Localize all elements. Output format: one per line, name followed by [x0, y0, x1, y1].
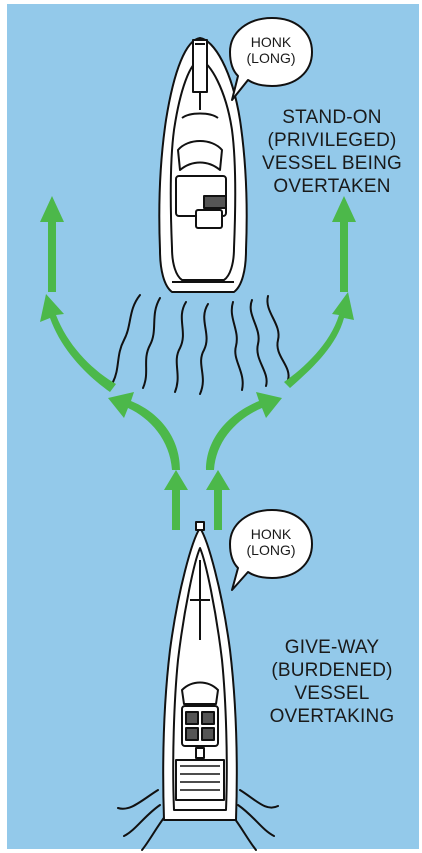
bottom-sound-signal-line2: (LONG) [236, 542, 306, 558]
wake-icon [113, 295, 289, 394]
top-vessel-label-line2: (PRIVILEGED) [252, 129, 412, 152]
bottom-sound-signal-line1: HONK [236, 526, 306, 542]
top-sound-signal-line1: HONK [236, 34, 306, 50]
bottom-vessel-label-line2: (BURDENED) [252, 659, 412, 682]
bottom-vessel-label-line4: OVERTAKING [252, 705, 412, 728]
top-vessel-label-line1: STAND-ON [252, 106, 412, 129]
top-vessel-label-line3: VESSEL BEING [252, 152, 412, 175]
boat-top-icon [159, 38, 247, 292]
top-sound-signal: HONK (LONG) [236, 34, 306, 66]
bottom-sound-signal: HONK (LONG) [236, 526, 306, 558]
top-sound-signal-line2: (LONG) [236, 50, 306, 66]
bottom-vessel-label: GIVE-WAY (BURDENED) VESSEL OVERTAKING [252, 636, 412, 728]
top-vessel-label: STAND-ON (PRIVILEGED) VESSEL BEING OVERT… [252, 106, 412, 198]
top-vessel-label-line4: OVERTAKEN [252, 175, 412, 198]
bottom-vessel-label-line1: GIVE-WAY [252, 636, 412, 659]
boat-bottom-icon [163, 522, 237, 820]
bottom-vessel-label-line3: VESSEL [252, 682, 412, 705]
